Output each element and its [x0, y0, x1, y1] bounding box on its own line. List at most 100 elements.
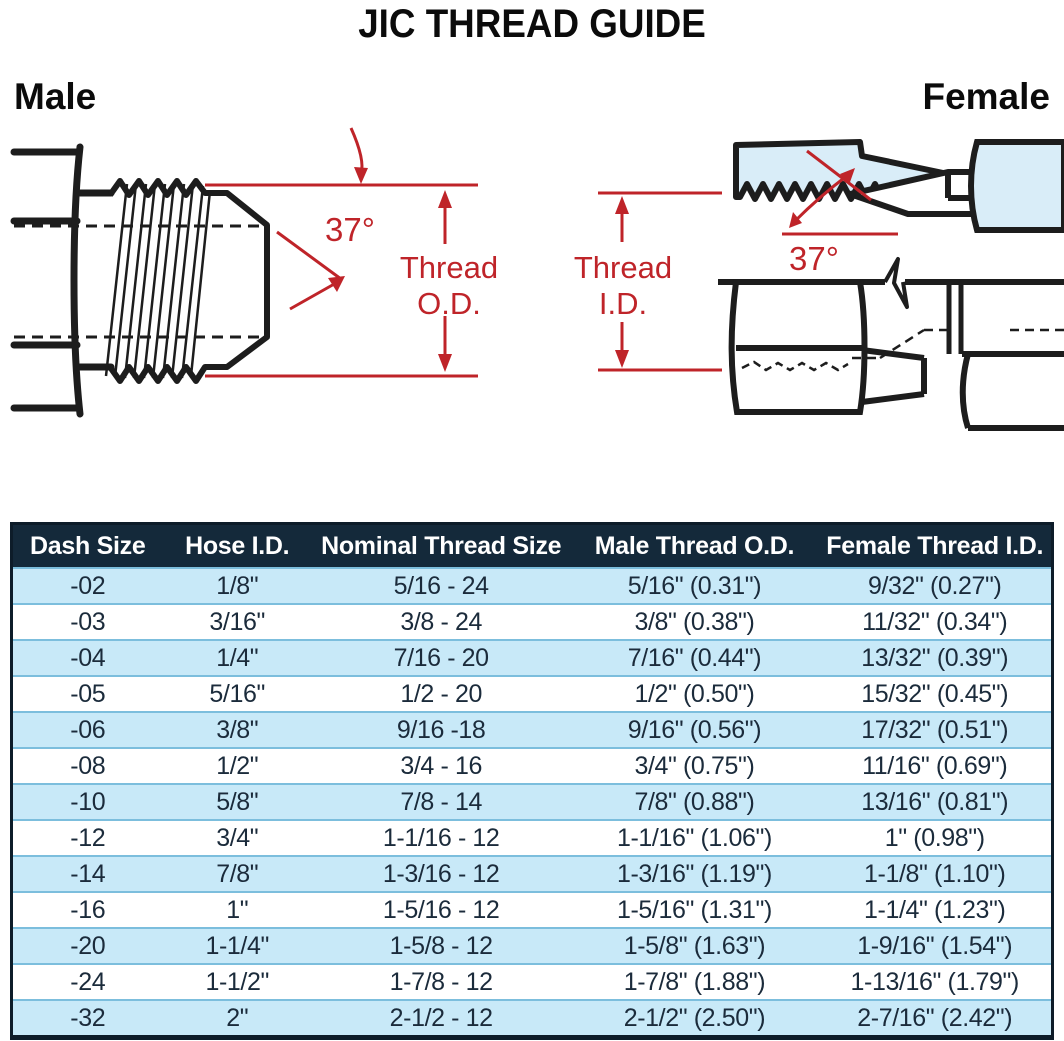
- table-cell: 1-1/16" (1.06"): [616, 823, 772, 852]
- table-cell: 3/8" (0.38"): [634, 607, 755, 636]
- male-angle-label: 37°: [325, 211, 375, 248]
- table-cell: 2-1/2" (2.50"): [623, 1003, 766, 1032]
- table-cell: 9/16" (0.56"): [627, 715, 762, 744]
- column-header-male-thread-od: Male Thread O.D.: [594, 531, 795, 560]
- female-dim-label-line2: I.D.: [599, 286, 647, 321]
- table-cell: 1/2" (0.50"): [634, 679, 755, 708]
- thread-size-table: Dash Size Hose I.D. Nominal Thread Size …: [10, 522, 1054, 1040]
- table-cell: 13/32" (0.39"): [861, 643, 1009, 672]
- male-dim-label-line1: Thread: [400, 250, 498, 285]
- table-row: -05 5/16" 1/2 - 20 1/2" (0.50") 15/32" (0.45…: [13, 675, 1051, 711]
- column-header-female-thread-id: Female Thread I.D.: [826, 531, 1044, 560]
- table-cell: -08: [70, 751, 106, 780]
- table-cell: 7/8" (0.88"): [634, 787, 755, 816]
- table-cell: 1-3/16 - 12: [382, 859, 500, 888]
- table-cell: 1/4": [216, 643, 259, 672]
- female-angle-slant-line: [806, 149, 872, 202]
- table-cell: 1-1/4": [205, 931, 269, 960]
- table-cell: 11/16" (0.69"): [862, 751, 1008, 780]
- female-angle-label: 37°: [789, 240, 839, 277]
- table-cell: -02: [70, 571, 106, 600]
- table-cell: 1-7/8" (1.88"): [623, 967, 766, 996]
- swivel-nut-section: [968, 139, 1064, 233]
- table-cell: 2-1/2 - 12: [389, 1003, 493, 1032]
- table-cell: 2": [226, 1003, 249, 1032]
- table-cell: 17/32" (0.51"): [861, 715, 1009, 744]
- table-cell: -32: [70, 1003, 106, 1032]
- table-row: -03 3/16" 3/8 - 24 3/8" (0.38") 11/32" (0.34…: [13, 603, 1051, 639]
- table-cell: 9/16 -18: [396, 715, 486, 744]
- page-title: JIC THREAD GUIDE: [358, 2, 706, 46]
- table-cell: 5/16": [209, 679, 265, 708]
- table-cell: 1-7/8 - 12: [389, 967, 493, 996]
- table-cell: 7/8": [216, 859, 259, 888]
- table-cell: 5/16 - 24: [393, 571, 489, 600]
- male-thread-outline: [107, 178, 270, 384]
- table-cell: 7/8 - 14: [400, 787, 482, 816]
- table-cell: 1-5/16" (1.31"): [616, 895, 772, 924]
- table-cell: 9/32" (0.27"): [867, 571, 1002, 600]
- table-cell: 1-1/2": [205, 967, 269, 996]
- table-cell: 3/4" (0.75"): [634, 751, 755, 780]
- table-header-row: Dash Size Hose I.D. Nominal Thread Size …: [13, 525, 1051, 567]
- table-cell: 1-1/8" (1.10"): [864, 859, 1006, 888]
- table-cell: 1/2": [216, 751, 259, 780]
- table-cell: 1-13/16" (1.79"): [850, 967, 1020, 996]
- table-cell: 1-1/16 - 12: [382, 823, 500, 852]
- female-diagram-label: Female: [922, 76, 1050, 117]
- table-cell: 11/32" (0.34"): [862, 607, 1008, 636]
- table-row: -08 1/2" 3/4 - 16 3/4" (0.75") 11/16" (0.69"…: [13, 747, 1051, 783]
- table-cell: 5/16" (0.31"): [627, 571, 762, 600]
- table-row: -32 2" 2-1/2 - 12 2-1/2" (2.50") 2-7/16" (2.…: [13, 999, 1051, 1035]
- table-cell: 3/8 - 24: [400, 607, 482, 636]
- table-cell: 2-7/16" (2.42"): [857, 1003, 1013, 1032]
- table-cell: 3/8": [216, 715, 259, 744]
- table-cell: 1-5/8 - 12: [389, 931, 493, 960]
- female-angle-arc: [792, 173, 849, 224]
- table-cell: 1-3/16" (1.19"): [616, 859, 772, 888]
- table-cell: 1-1/4" (1.23"): [864, 895, 1006, 924]
- table-cell: 7/16" (0.44"): [627, 643, 762, 672]
- table-cell: 1": [226, 895, 249, 924]
- table-cell: -12: [70, 823, 106, 852]
- table-cell: -03: [70, 607, 106, 636]
- table-row: -10 5/8" 7/8 - 14 7/8" (0.88") 13/16" (0.81"…: [13, 783, 1051, 819]
- table-row: -16 1" 1-5/16 - 12 1-5/16" (1.31") 1-1/4" (1…: [13, 891, 1051, 927]
- male-dim-label-line2: O.D.: [417, 286, 481, 321]
- table-row: -20 1-1/4" 1-5/8 - 12 1-5/8" (1.63") 1-9/16"…: [13, 927, 1051, 963]
- table-cell: 3/4 - 16: [400, 751, 482, 780]
- male-leader-curve: [349, 127, 364, 175]
- female-fitting-diagram: 37° Thread I.D.: [574, 139, 1064, 431]
- table-cell: -05: [70, 679, 106, 708]
- table-cell: 5/8": [216, 787, 259, 816]
- column-header-dash-size: Dash Size: [30, 531, 146, 560]
- table-cell: 15/32" (0.45"): [861, 679, 1009, 708]
- table-row: -14 7/8" 1-3/16 - 12 1-3/16" (1.19") 1-1/8" …: [13, 855, 1051, 891]
- male-fitting-diagram: 37° Thread O.D.: [10, 127, 498, 418]
- table-cell: 1-9/16" (1.54"): [857, 931, 1013, 960]
- table-cell: 13/16" (0.81"): [861, 787, 1009, 816]
- table-cell: 1-5/8" (1.63"): [623, 931, 766, 960]
- column-header-hose-id: Hose I.D.: [185, 531, 290, 560]
- table-cell: 1/2 - 20: [400, 679, 482, 708]
- table-cell: -24: [70, 967, 106, 996]
- table-cell: -20: [70, 931, 106, 960]
- table-row: -24 1-1/2" 1-7/8 - 12 1-7/8" (1.88") 1-13/16…: [13, 963, 1051, 999]
- column-header-nominal-thread-size: Nominal Thread Size: [321, 531, 562, 560]
- female-dim-label-line1: Thread: [574, 250, 672, 285]
- table-cell: 3/16": [209, 607, 265, 636]
- male-angle-vee: [276, 230, 342, 311]
- table-cell: 1-5/16 - 12: [382, 895, 500, 924]
- male-diagram-label: Male: [14, 76, 97, 117]
- table-cell: -14: [70, 859, 106, 888]
- table-cell: -16: [70, 895, 106, 924]
- table-cell: -10: [70, 787, 106, 816]
- table-cell: 3/4": [216, 823, 259, 852]
- table-cell: -04: [70, 643, 106, 672]
